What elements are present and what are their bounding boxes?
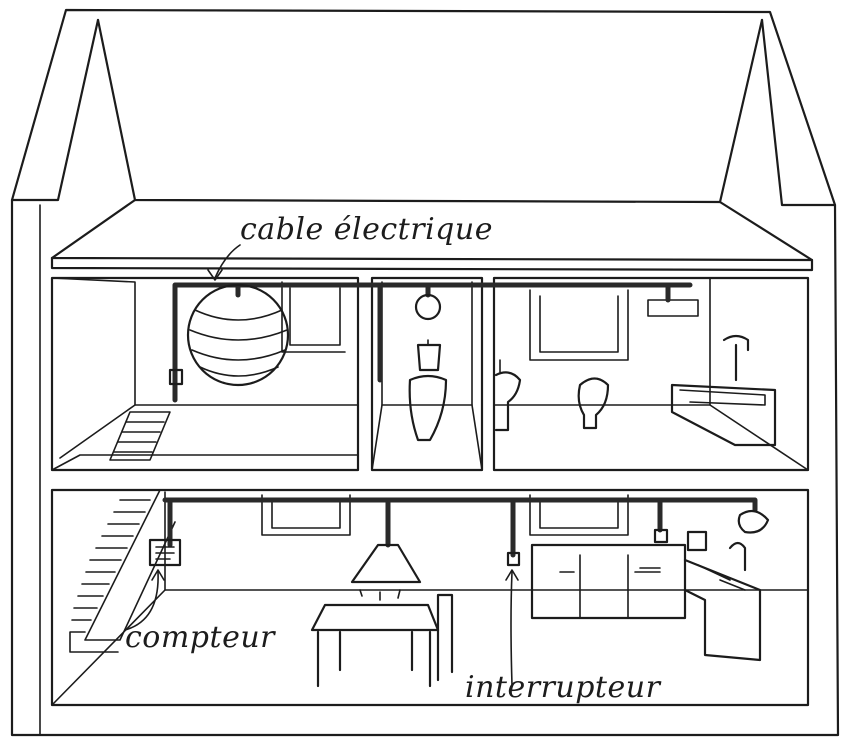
globe-lamp [188,285,288,385]
kitchen-units [532,543,760,660]
kitchen-pot [688,532,706,550]
cable-label: cable électrique [240,212,493,247]
bathtub [672,336,775,445]
wc-lamp [416,295,440,319]
electric-cable [165,285,755,555]
meter-label: compteur [125,620,275,655]
table [312,595,452,686]
kitchen-lamp [739,511,768,533]
upper-floor [52,278,808,470]
toilet [410,340,446,440]
switch-label: interrupteur [465,670,660,705]
washbasin [496,360,520,430]
bidet [579,379,608,429]
pendant-lamp [352,545,420,600]
label-arrows [125,245,518,685]
